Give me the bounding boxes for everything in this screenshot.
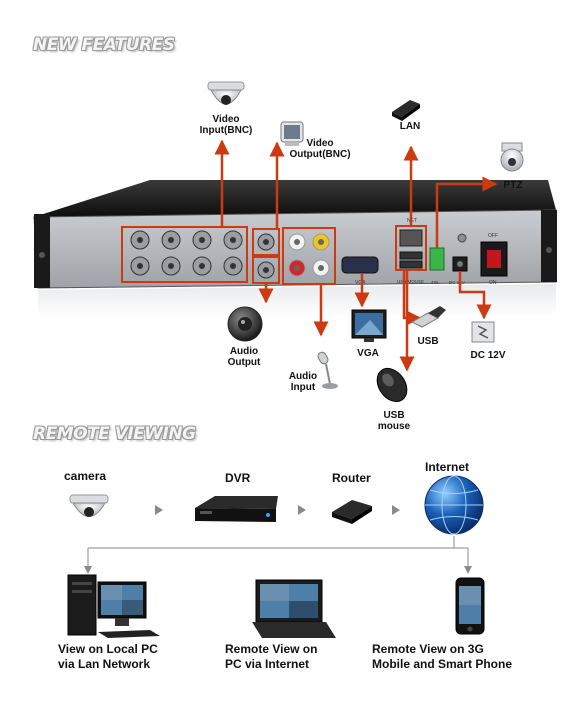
dc-adapter-icon	[471, 321, 495, 343]
remote-internet-label: Internet	[425, 460, 470, 474]
remote-camera-icon	[69, 494, 109, 517]
on-label: ON	[489, 280, 497, 286]
remote-pc-label: Remote View on PC via Internet	[225, 642, 318, 671]
monitor-icon	[280, 121, 304, 146]
video-input-label: Video Input(BNC)	[199, 114, 253, 136]
bnc-input-connectors	[130, 230, 243, 276]
dvr-top-cover	[34, 180, 556, 217]
power-switch	[480, 241, 508, 277]
flow-arrow-2	[298, 505, 306, 515]
audio-output-label: Audio Output	[227, 346, 261, 368]
ptz-label: PTZ	[503, 180, 523, 191]
usb-mouse-icon	[376, 367, 408, 403]
arrow-ptz	[435, 176, 498, 248]
flow-arrow-1	[155, 505, 163, 515]
ptz-485-terminal	[429, 247, 445, 271]
audio-input-group-box	[282, 227, 336, 285]
usb-label: USB	[417, 336, 439, 347]
vga-port-label: VGA	[355, 280, 366, 286]
laptop-icon	[252, 579, 336, 638]
video-output-label: Video Output(BNC)	[289, 138, 351, 160]
distribution-lines	[87, 536, 469, 568]
remote-dvr-icon	[195, 496, 278, 522]
remote-camera-label: camera	[64, 469, 107, 483]
usb-mouse-panel-label: USB MOUSE	[397, 279, 424, 284]
microphone-icon	[317, 351, 338, 389]
arrow-dc	[458, 271, 492, 320]
dvr-reflection	[38, 284, 556, 318]
vga-monitor-icon	[351, 309, 387, 342]
lan-label: LAN	[399, 121, 421, 132]
internet-globe-icon	[424, 475, 484, 535]
lan-router-icon	[392, 100, 420, 121]
audio-input-label: Audio Input	[288, 371, 318, 393]
port-485-label: 485	[431, 280, 439, 285]
usb-port-2	[399, 260, 423, 269]
remote-dvr-label: DVR	[225, 471, 251, 485]
rca-connectors	[288, 233, 330, 277]
video-input-group-box	[121, 226, 248, 283]
local-pc-label: View on Local PC via Lan Network	[58, 642, 158, 671]
remote-router-icon	[332, 500, 372, 524]
speaker-icon	[227, 306, 263, 342]
dc-label: DC 12V	[470, 350, 506, 361]
flow-arrow-3	[392, 505, 400, 515]
new-features-title: NEW FEATURES	[33, 35, 175, 55]
feature-arrows	[214, 139, 498, 372]
usb-port-1	[399, 251, 423, 260]
remote-viewing-title: REMOTE VIEWING	[33, 424, 196, 444]
video-output-box	[252, 228, 280, 256]
smartphone-icon	[455, 577, 485, 635]
power-rocker	[487, 250, 501, 268]
ground-screw	[457, 233, 467, 243]
local-pc-icon	[67, 574, 160, 638]
usb-mouse-label: USB mouse	[377, 410, 411, 432]
lan-port	[399, 229, 423, 247]
arrow-usb	[402, 270, 422, 326]
dome-camera-icon	[207, 81, 245, 105]
dc-panel-label: DC 12V	[449, 280, 465, 285]
right-bracket	[541, 210, 557, 282]
usb-stick-icon	[410, 306, 446, 328]
flow-arrows	[155, 505, 400, 515]
vga-label: VGA	[357, 348, 379, 359]
ptz-camera-icon	[500, 142, 524, 172]
remote-router-label: Router	[332, 471, 371, 485]
left-bracket	[34, 214, 50, 288]
off-label: OFF	[488, 233, 498, 239]
vga-port	[341, 256, 379, 274]
mobile-label: Remote View on 3G Mobile and Smart Phone	[372, 642, 513, 671]
